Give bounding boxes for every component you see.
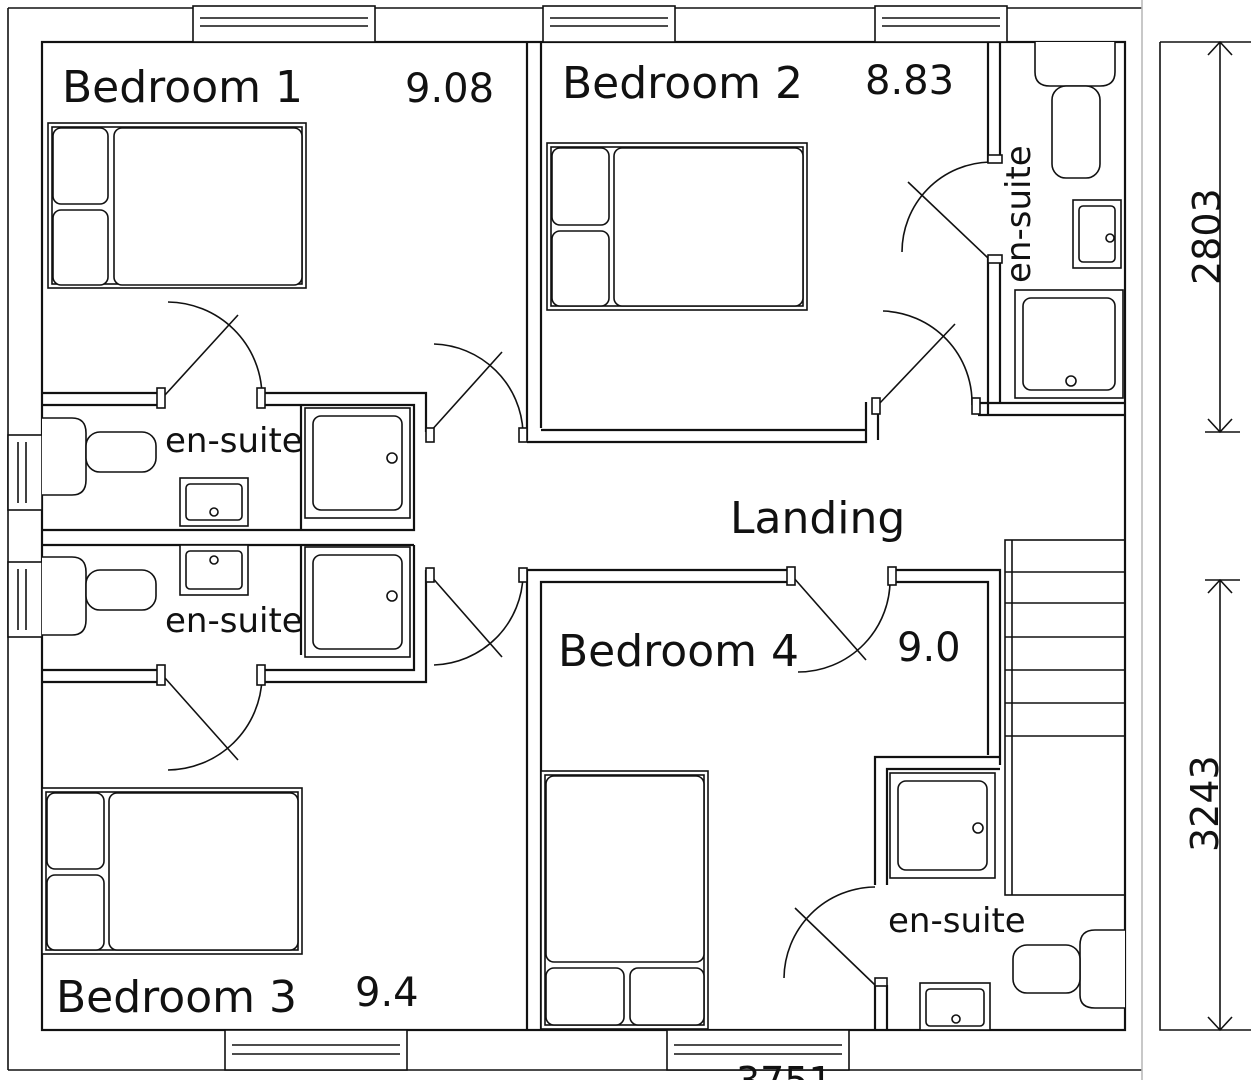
landing-label: Landing: [730, 493, 905, 544]
bedroom-4-area: 9.0: [897, 625, 961, 671]
bed-bedroom-3: [41, 787, 303, 955]
bed-bedroom-1: [47, 122, 307, 289]
ensuite-bedroom-4-fixtures: [889, 772, 1125, 1031]
bedroom-1-area: 9.08: [405, 66, 494, 112]
doors: [156, 154, 1003, 987]
window-top-left: [192, 5, 376, 43]
bed-bedroom-2: [546, 142, 808, 311]
window-top-middle: [542, 5, 676, 43]
dimension-lower-label: 3243: [1183, 755, 1227, 852]
ensuite-2-label: en-suite: [165, 601, 303, 641]
bedroom-1-label: Bedroom 1: [62, 62, 303, 113]
ensuite-bedroom-2-fixtures: [1014, 42, 1124, 399]
ensuite-1-fixtures: [42, 407, 411, 527]
bedroom-3-area: 9.4: [355, 970, 419, 1016]
window-left-lower: [7, 561, 43, 638]
dimension-upper-label: 2803: [1185, 188, 1229, 285]
ensuite-4-label: en-suite: [888, 901, 1026, 941]
window-left-upper: [7, 434, 43, 511]
window-top-right: [874, 5, 1008, 43]
ensuite-1-label: en-suite: [165, 421, 303, 461]
bed-bedroom-4: [540, 770, 709, 1030]
bedroom-4-label: Bedroom 4: [558, 626, 799, 677]
window-bottom-right: [666, 1029, 850, 1071]
staircase: [1004, 539, 1126, 896]
bedroom-2-area: 8.83: [865, 58, 954, 104]
bedroom-3-label: Bedroom 3: [56, 972, 297, 1023]
ensuite-3-label: en-suite: [999, 145, 1039, 283]
dimension-lower: [1205, 578, 1240, 1032]
dimension-upper: [1205, 40, 1240, 434]
ensuite-2-fixtures: [42, 544, 411, 658]
dimension-bottom-label: 3751: [736, 1059, 833, 1080]
bedroom-2-label: Bedroom 2: [562, 58, 803, 109]
window-bottom-left: [224, 1029, 408, 1071]
